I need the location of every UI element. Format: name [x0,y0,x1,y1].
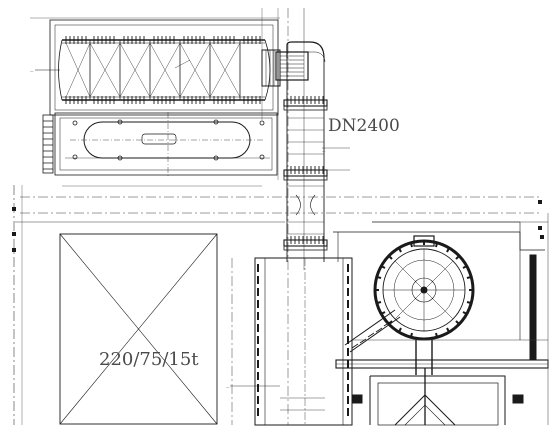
tube-bundle-top-view [35,19,279,116]
drum-plan-view [54,112,278,176]
pipe-size-label: DN2400 [328,116,400,136]
svg-text:—: — [30,69,34,73]
right-frame-lines [352,213,549,425]
crane-rating-label: 220/75/15t [99,349,199,370]
vertical-duct [261,41,328,262]
ladder [42,114,54,174]
drum-ribs [375,241,473,338]
stack [254,257,353,426]
duct-flange-ticks [286,96,324,244]
grid-lines [13,8,540,425]
svg-text:—: — [322,149,326,153]
crane-bay [59,233,218,425]
tube-ticks [65,36,261,104]
svg-text:—: — [226,385,230,389]
right-posts [351,254,537,404]
grid-ticks [12,200,544,252]
